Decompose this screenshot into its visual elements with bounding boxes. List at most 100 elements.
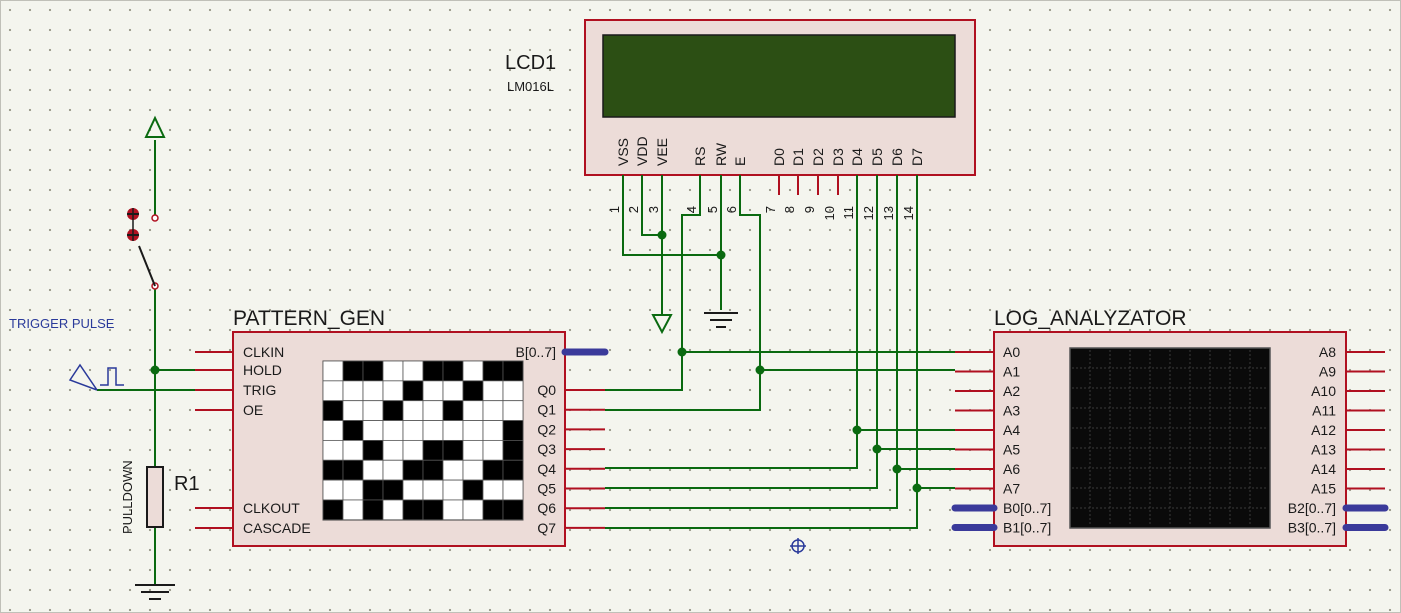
pattern-cell[interactable] — [362, 420, 384, 441]
pattern-cell[interactable] — [342, 400, 364, 421]
pattern-cell[interactable] — [402, 360, 424, 382]
pattern-cell[interactable] — [462, 420, 484, 441]
pattern-cell[interactable] — [442, 400, 464, 421]
pattern-cell[interactable] — [402, 420, 424, 441]
pattern-cell[interactable] — [382, 400, 404, 421]
pattern-cell[interactable] — [342, 360, 364, 382]
pattern-cell[interactable] — [462, 479, 484, 501]
pattern-cell[interactable] — [422, 479, 444, 501]
lcd-pin-number: 13 — [881, 206, 896, 220]
pattern-cell[interactable] — [482, 420, 504, 441]
pattern-cell[interactable] — [362, 439, 384, 461]
pattern-cell[interactable] — [502, 380, 524, 402]
pattern-cell[interactable] — [322, 499, 344, 521]
pattern-cell[interactable] — [402, 439, 424, 461]
pattern-cell[interactable] — [342, 479, 364, 501]
pattern-cell[interactable] — [442, 459, 464, 481]
pattern-cell[interactable] — [442, 499, 464, 521]
lcd-pin-number: 3 — [646, 206, 661, 213]
pattern-cell[interactable] — [482, 400, 504, 421]
pattern-cell[interactable] — [462, 499, 484, 521]
lcd-pin-label: E — [732, 157, 748, 166]
pattern-cell[interactable] — [362, 459, 384, 481]
pattern-cell[interactable] — [362, 380, 384, 402]
pattern-cell[interactable] — [322, 400, 344, 421]
pattern-cell[interactable] — [362, 400, 384, 421]
analyzer-pin-label: A13 — [1311, 442, 1336, 458]
pattern-cell[interactable] — [462, 439, 484, 461]
lcd-pin-label: VEE — [654, 138, 670, 166]
pattern-cell[interactable] — [382, 459, 404, 481]
pattern-gen-pin-label: CLKIN — [243, 344, 284, 360]
pattern-cell[interactable] — [422, 420, 444, 441]
pattern-cell[interactable] — [322, 360, 344, 382]
pattern-cell[interactable] — [382, 479, 404, 501]
pattern-cell[interactable] — [502, 420, 524, 441]
pattern-cell[interactable] — [402, 499, 424, 521]
pattern-cell[interactable] — [322, 420, 344, 441]
pattern-cell[interactable] — [422, 380, 444, 402]
pattern-cell[interactable] — [402, 400, 424, 421]
resistor-r1[interactable]: R1 PULLDOWN — [120, 460, 200, 534]
pattern-cell[interactable] — [482, 380, 504, 402]
pattern-cell[interactable] — [502, 499, 524, 521]
pattern-cell[interactable] — [362, 479, 384, 501]
pattern-cell[interactable] — [422, 499, 444, 521]
pattern-generator[interactable]: PATTERN_GEN B[0..7] CLKINHOLDTRIGOECLKOU… — [195, 307, 609, 547]
pattern-cell[interactable] — [462, 380, 484, 402]
pattern-cell[interactable] — [322, 479, 344, 501]
pattern-cell[interactable] — [422, 439, 444, 461]
pattern-cell[interactable] — [422, 360, 444, 382]
pattern-cell[interactable] — [402, 380, 424, 402]
pattern-cell[interactable] — [502, 400, 524, 421]
pattern-cell[interactable] — [462, 360, 484, 382]
pattern-cell[interactable] — [342, 439, 364, 461]
pattern-gen-pin-label: Q2 — [537, 421, 556, 437]
analyzer-pin-label: B3[0..7] — [1288, 520, 1336, 536]
pattern-cell[interactable] — [422, 400, 444, 421]
pattern-cell[interactable] — [362, 499, 384, 521]
pattern-cell[interactable] — [502, 459, 524, 481]
pattern-cell[interactable] — [442, 479, 464, 501]
junction-dots — [150, 230, 922, 493]
trigger-pulse-generator[interactable] — [68, 363, 124, 391]
pattern-cell[interactable] — [382, 360, 404, 382]
pattern-cell[interactable] — [382, 380, 404, 402]
pattern-cell[interactable] — [342, 380, 364, 402]
pattern-cell[interactable] — [382, 420, 404, 441]
pattern-cell[interactable] — [342, 420, 364, 441]
pattern-cell[interactable] — [322, 439, 344, 461]
lcd-pin-label: D7 — [909, 148, 925, 166]
pattern-cell[interactable] — [502, 439, 524, 461]
lcd-display[interactable]: LCD1 LM016L VSS1VDD2VEE3RS4RW5E6D07D18D2… — [505, 19, 976, 220]
pattern-cell[interactable] — [442, 420, 464, 441]
analyzer-pin-label: A9 — [1319, 364, 1336, 380]
logic-analyzer[interactable]: LOG_ANALYZATOR A0A1A2A3A4A5A6A7B0[0..7]B… — [951, 307, 1389, 547]
pattern-cell[interactable] — [482, 439, 504, 461]
pattern-cell[interactable] — [482, 499, 504, 521]
pattern-cell[interactable] — [402, 459, 424, 481]
vee-down-arrow-icon — [651, 314, 673, 335]
pattern-cell[interactable] — [342, 499, 364, 521]
pattern-cell[interactable] — [482, 479, 504, 501]
pattern-cell[interactable] — [322, 380, 344, 402]
pattern-cell[interactable] — [482, 459, 504, 481]
pattern-cell[interactable] — [402, 479, 424, 501]
pattern-cell[interactable] — [502, 479, 524, 501]
pattern-cell[interactable] — [382, 439, 404, 461]
pattern-cell[interactable] — [442, 360, 464, 382]
pattern-cell[interactable] — [442, 380, 464, 402]
pattern-cell[interactable] — [422, 459, 444, 481]
pattern-cell[interactable] — [442, 439, 464, 461]
pattern-cell[interactable] — [502, 360, 524, 382]
pattern-cell[interactable] — [382, 499, 404, 521]
pattern-cell[interactable] — [462, 400, 484, 421]
pattern-cell[interactable] — [322, 459, 344, 481]
pattern-cell[interactable] — [362, 360, 384, 382]
pattern-cell[interactable] — [482, 360, 504, 382]
pattern-cell[interactable] — [342, 459, 364, 481]
push-button-switch[interactable] — [127, 208, 159, 290]
pattern-cell[interactable] — [462, 459, 484, 481]
lcd-pin-label: D2 — [810, 148, 826, 166]
